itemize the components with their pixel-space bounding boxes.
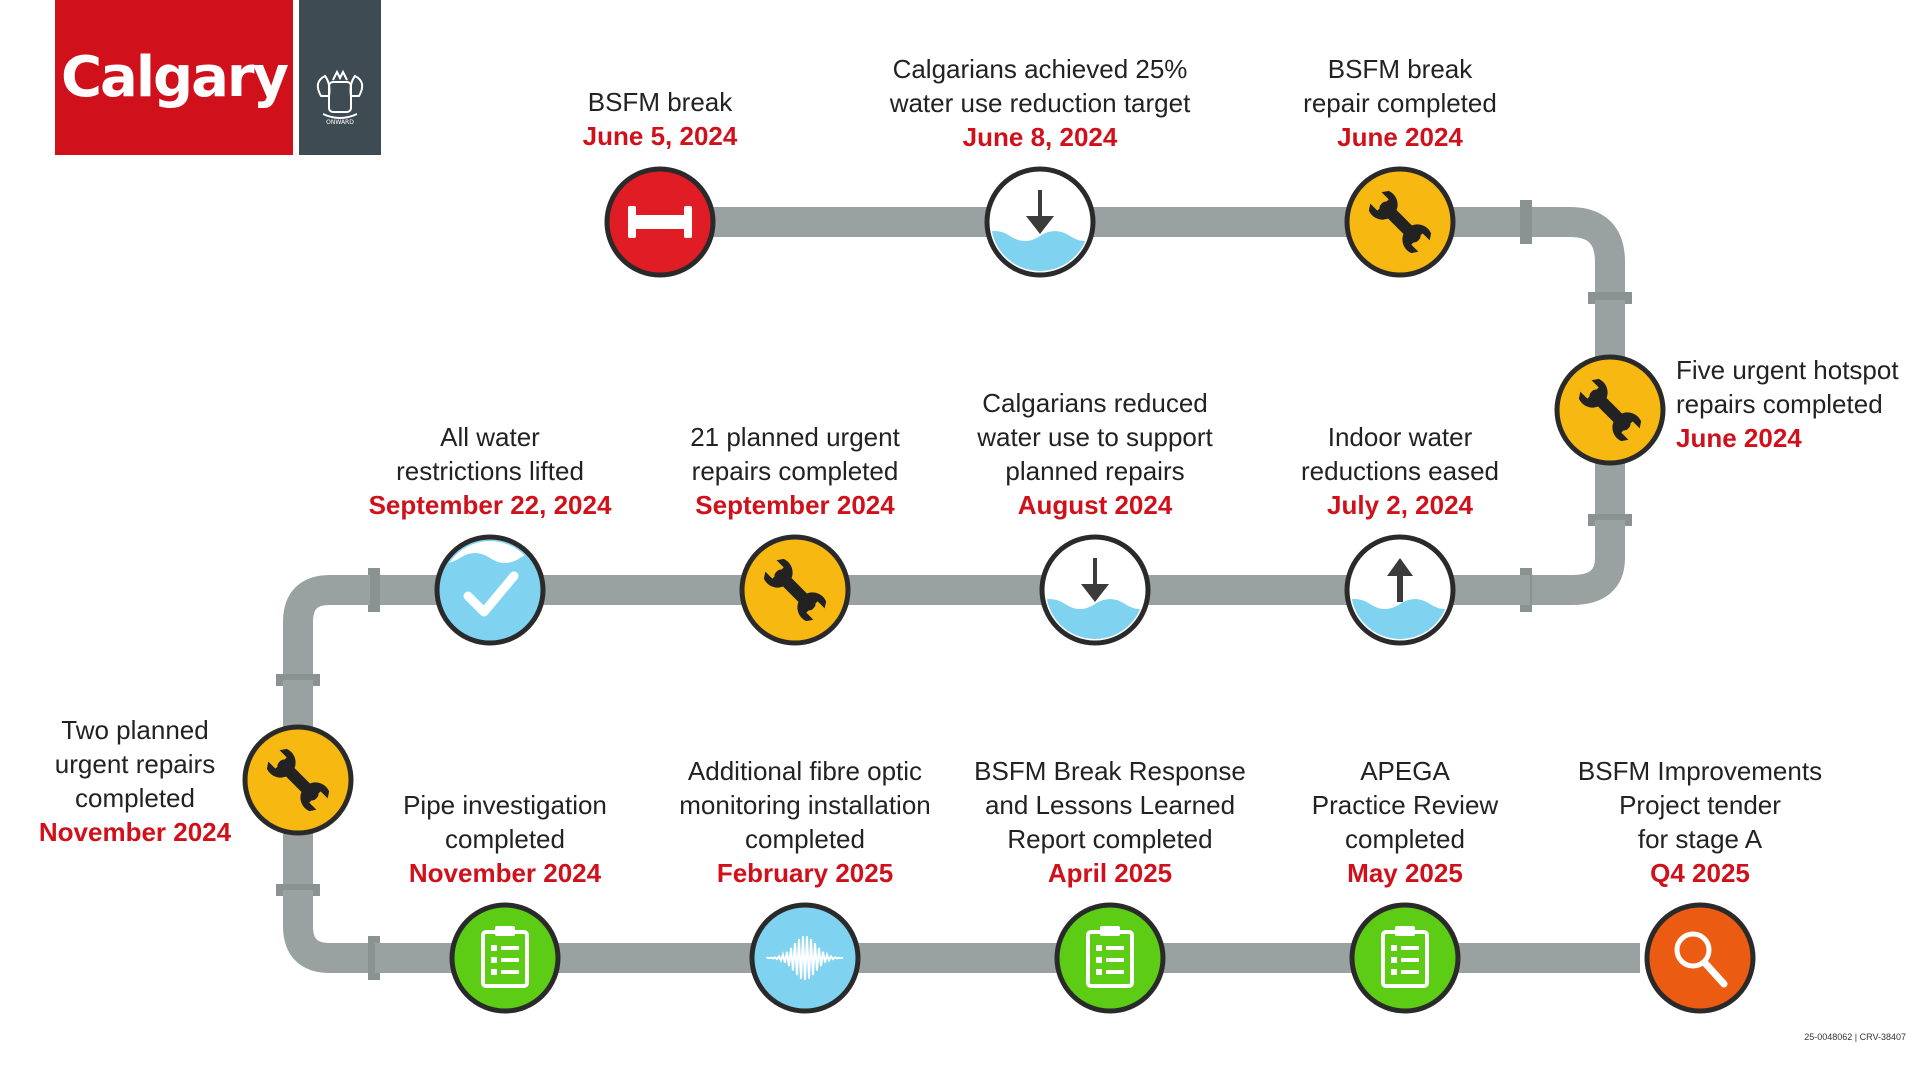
milestone-label: Calgarians achieved 25% water use reduct…	[870, 52, 1210, 154]
pipe-flange	[1520, 200, 1532, 244]
pipe-elbow	[283, 575, 370, 680]
milestone-title: APEGA Practice Review completed	[1311, 756, 1499, 854]
pipe-elbow	[283, 890, 370, 973]
wrench-shape	[266, 748, 330, 812]
clipboard-icon[interactable]	[449, 902, 561, 1014]
milestone-title: All water restrictions lifted	[396, 422, 584, 486]
milestone-date: July 2, 2024	[1327, 490, 1473, 520]
milestone-title: Pipe investigation completed	[403, 790, 607, 854]
milestone-date: June 2024	[1337, 122, 1463, 152]
sound-wave-icon[interactable]	[749, 902, 861, 1014]
milestone-date: April 2025	[1047, 858, 1173, 888]
crest-motto: ONWARD	[326, 119, 354, 126]
wrench-shape	[1368, 190, 1432, 254]
pipe-flange	[368, 568, 380, 612]
milestone-title: Calgarians achieved 25% water use reduct…	[889, 54, 1191, 118]
milestone-title: BSFM break	[587, 87, 733, 117]
magnifier-icon[interactable]	[1644, 902, 1756, 1014]
logo-wordmark: Calgary	[60, 45, 289, 110]
milestone-date: September 2024	[695, 490, 895, 520]
milestone-label: Additional fibre optic monitoring instal…	[635, 754, 975, 890]
milestone-date: February 2025	[716, 858, 894, 888]
wrench-shape	[1578, 378, 1642, 442]
milestone-date: August 2024	[1017, 490, 1173, 520]
water-up-arrow-icon[interactable]	[1340, 534, 1460, 650]
pipe-elbow	[1530, 520, 1625, 605]
water-fill	[441, 541, 539, 563]
water-down-arrow-icon[interactable]	[980, 166, 1100, 282]
milestone-date: September 22, 2024	[368, 490, 612, 520]
document-code: 25-0048062 | CRV-38407	[1804, 1032, 1906, 1042]
milestone-title: BSFM Break Response and Lessons Learned …	[974, 756, 1246, 854]
milestone-label: BSFM Improvements Project tender for sta…	[1530, 754, 1870, 890]
wrench-icon[interactable]	[1554, 354, 1666, 466]
milestone-date: May 2025	[1347, 858, 1463, 888]
milestone-title: Five urgent hotspot repairs completed	[1676, 355, 1899, 419]
clipboard-icon[interactable]	[1054, 902, 1166, 1014]
city-crest-icon: ONWARD	[316, 69, 364, 126]
calgary-logo[interactable]: Calgary	[55, 0, 293, 155]
milestone-date: June 8, 2024	[962, 122, 1118, 152]
milestone-title: BSFM Improvements Project tender for sta…	[1577, 756, 1823, 854]
wrench-icon[interactable]	[242, 724, 354, 836]
wrench-icon[interactable]	[739, 534, 851, 646]
milestone-title: Two planned urgent repairs completed	[54, 715, 216, 813]
water-check-icon[interactable]	[430, 530, 550, 646]
milestone-date: November 2024	[408, 858, 602, 888]
clipboard-icon[interactable]	[1349, 902, 1461, 1014]
wrench-icon[interactable]	[1344, 166, 1456, 278]
milestone-title: Additional fibre optic monitoring instal…	[679, 756, 931, 854]
milestone-date: June 5, 2024	[582, 121, 738, 151]
milestone-title: BSFM break repair completed	[1303, 54, 1497, 118]
milestone-label: BSFM Break Response and Lessons Learned …	[940, 754, 1280, 890]
milestone-title: 21 planned urgent repairs completed	[690, 422, 900, 486]
milestone-date: November 2024	[38, 817, 232, 847]
milestone-date: June 2024	[1676, 423, 1802, 453]
milestone-date: Q4 2025	[1650, 858, 1750, 888]
crest-panel: ONWARD	[299, 0, 381, 155]
milestone-label: Calgarians reduced water use to support …	[925, 386, 1265, 522]
milestone-title: Calgarians reduced water use to support …	[977, 388, 1213, 486]
pipe-break-icon[interactable]	[604, 166, 716, 278]
wrench-shape	[763, 558, 827, 622]
milestone-title: Indoor water reductions eased	[1300, 422, 1500, 486]
pipe-elbow	[1520, 207, 1625, 300]
water-down-arrow-icon[interactable]	[1035, 534, 1155, 650]
